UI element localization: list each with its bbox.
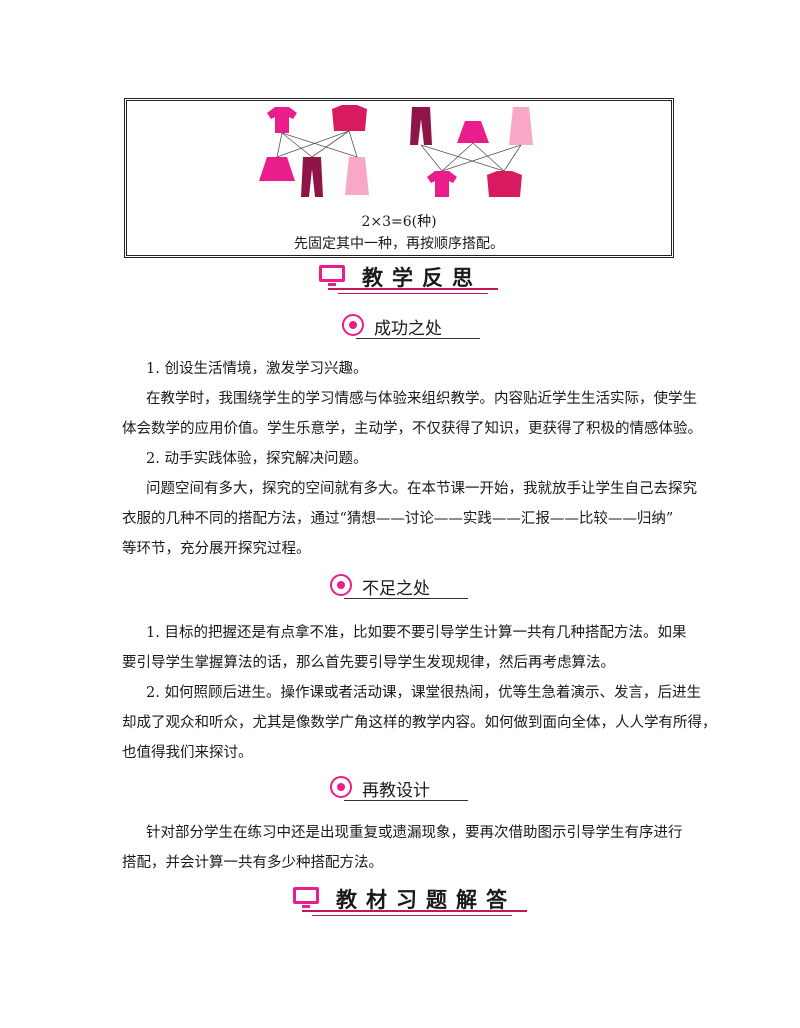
matching-figure: 2×3=6(种) 先固定其中一种，再按顺序搭配。: [124, 98, 674, 258]
success-heading: 成功之处: [342, 314, 482, 340]
paragraph-line: 在教学时，我围绕学生的学习情感与体验来组织教学。内容贴近学生生活实际，使学生: [146, 391, 697, 407]
success-title: 成功之处: [374, 319, 442, 339]
answers-heading: 教材习题解答: [292, 884, 527, 916]
paragraph-line: 也值得我们来探讨。: [122, 745, 253, 761]
redesign-heading: 再教设计: [330, 776, 470, 802]
paragraph-line: 2. 动手实践体验，探究解决问题。: [146, 451, 368, 467]
paragraph-line: 2. 如何照顾后进生。操作课或者活动课，课堂很热闹，优等生急着演示、发言，后进生: [146, 685, 701, 701]
heading-underline: [328, 288, 498, 290]
reflection-heading: 教学反思: [318, 262, 498, 294]
shortcoming-title: 不足之处: [362, 579, 430, 599]
shortcoming-text: 1. 目标的把握还是有点拿不准，比如要不要引导学生计算一共有几种搭配方法。如果 …: [122, 618, 717, 768]
clothing-matching-illustration: [259, 105, 533, 197]
paragraph-line: 体会数学的应用价值。学生乐意学，主动学，不仅获得了知识，更获得了积极的情感体验。: [122, 421, 702, 437]
subheading-rule: [344, 800, 468, 801]
subheading-rule: [356, 338, 480, 339]
paragraph-line: 搭配，并会计算一共有多少种搭配方法。: [122, 855, 383, 871]
bullet-circle-icon: [342, 314, 364, 336]
redesign-title: 再教设计: [362, 781, 430, 801]
reflection-title: 教学反思: [362, 265, 482, 290]
note-caption: 先固定其中一种，再按顺序搭配。: [294, 236, 504, 252]
right-group: [410, 107, 533, 197]
left-group: [259, 105, 369, 197]
paragraph-line: 1. 目标的把握还是有点拿不准，比如要不要引导学生计算一共有几种搭配方法。如果: [146, 625, 687, 641]
heading-underline-thin: [338, 293, 488, 294]
answers-title: 教材习题解答: [336, 887, 516, 912]
monitor-icon: [293, 887, 319, 908]
heading-underline: [302, 910, 527, 912]
redesign-text: 针对部分学生在练习中还是出现重复或遗漏现象，要再次借助图示引导学生有序进行 搭配…: [122, 818, 683, 878]
monitor-icon: [319, 265, 345, 286]
heading-underline-thin: [312, 915, 512, 916]
subheading-rule: [344, 598, 468, 599]
paragraph-line: 却成了观众和听众，尤其是像数学广角这样的教学内容。如何做到面向全体，人人学有所得…: [122, 715, 717, 731]
bullet-circle-icon: [330, 574, 352, 596]
paragraph-line: 等环节，充分展开探究过程。: [122, 541, 311, 557]
formula-caption: 2×3=6(种): [361, 214, 437, 230]
paragraph-line: 1. 创设生活情境，激发学习兴趣。: [146, 361, 368, 377]
bullet-circle-icon: [330, 776, 352, 798]
paragraph-line: 要引导学生掌握算法的话，那么首先要引导学生发现规律，然后再考虑算法。: [122, 655, 615, 671]
shortcoming-heading: 不足之处: [330, 574, 470, 600]
paragraph-line: 问题空间有多大，探究的空间就有多大。在本节课一开始，我就放手让学生自己去探究: [146, 481, 697, 497]
paragraph-line: 衣服的几种不同的搭配方法，通过“猜想——讨论——实践——汇报——比较——归纳”: [122, 511, 674, 527]
paragraph-line: 针对部分学生在练习中还是出现重复或遗漏现象，要再次借助图示引导学生有序进行: [146, 825, 683, 841]
success-text: 1. 创设生活情境，激发学习兴趣。 在教学时，我围绕学生的学习情感与体验来组织教…: [122, 354, 702, 564]
